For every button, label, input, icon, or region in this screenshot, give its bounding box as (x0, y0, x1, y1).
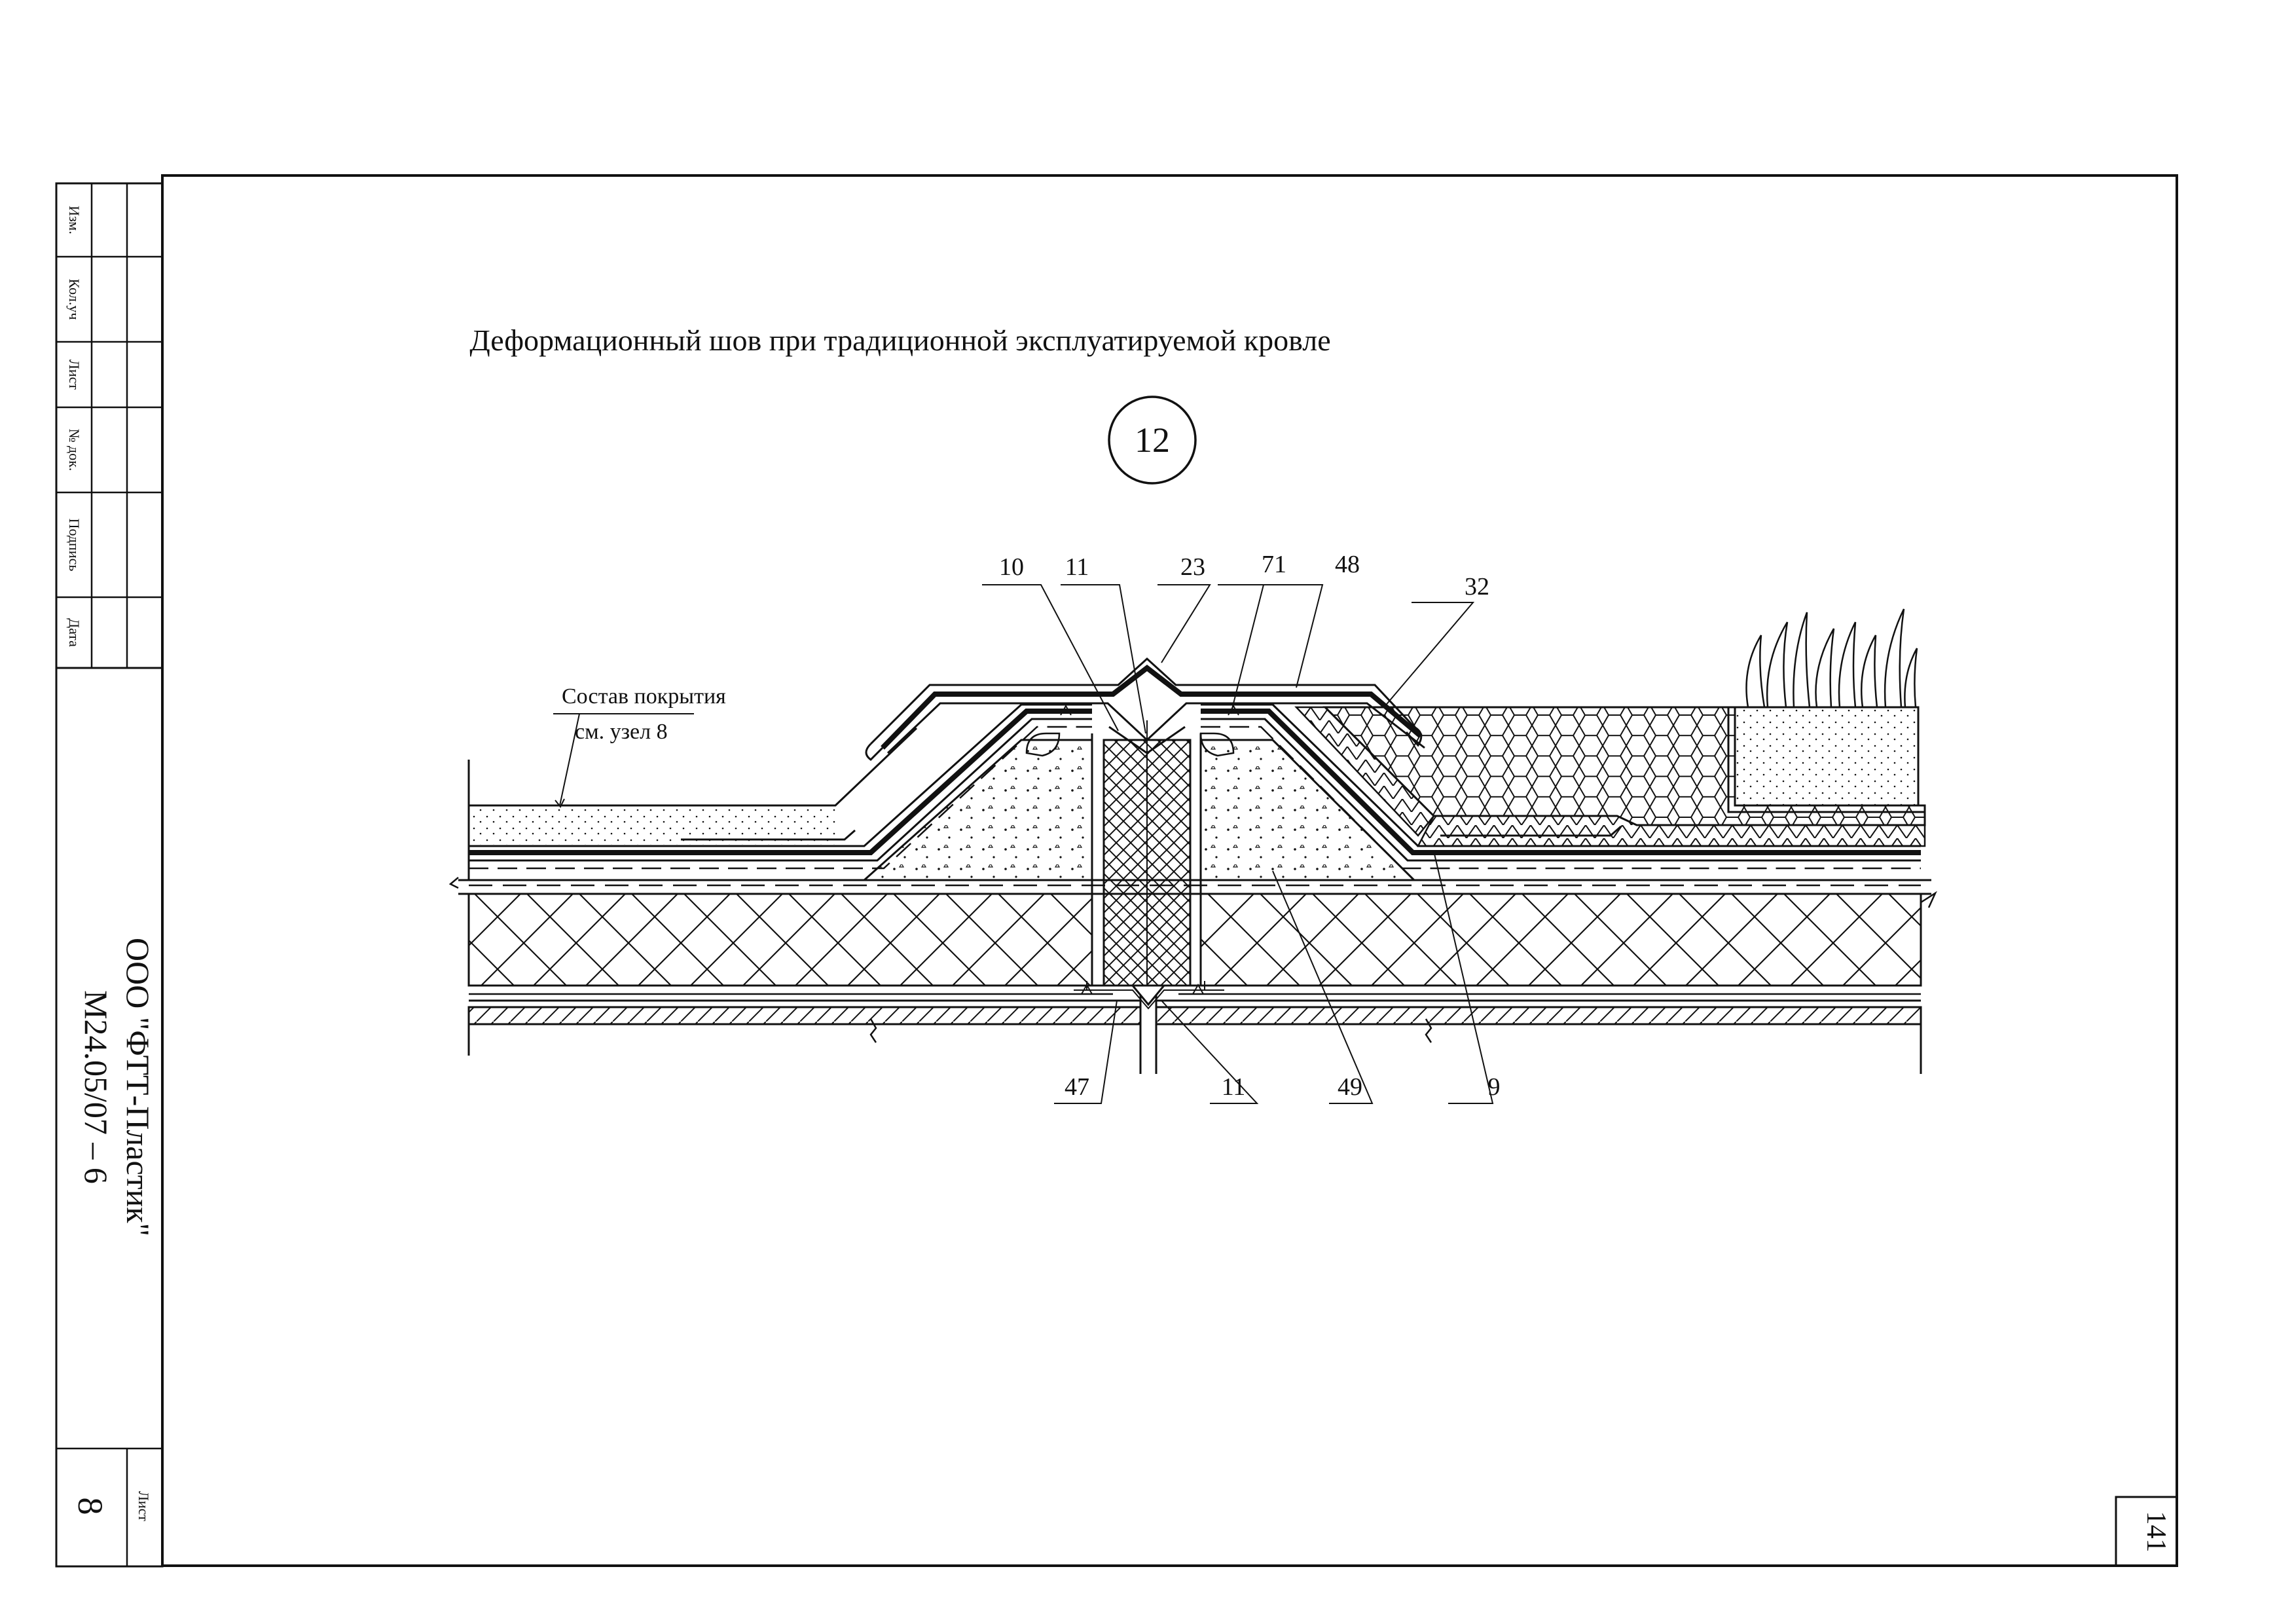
stamp-podpis-label: Подпись (66, 519, 82, 572)
callout-49: 49 (1338, 1073, 1362, 1101)
right-gravel-layer (1294, 706, 1926, 847)
concrete-upstands (862, 732, 1417, 881)
grass-icon (1745, 608, 1918, 708)
stamp-izm-label: Изм. (66, 206, 82, 234)
left-roof-buildup (467, 703, 1092, 880)
stamp-kol-uch-label: Кол.уч (66, 279, 82, 320)
stamp-data-label: Дата (66, 618, 82, 647)
sheet-number: 8 (71, 1498, 110, 1515)
insulation-layer (467, 893, 1922, 987)
callout-32: 32 (1465, 573, 1489, 600)
callout-10: 10 (999, 553, 1024, 581)
callout-23: 23 (1180, 553, 1205, 581)
callout-71: 71 (1262, 551, 1286, 578)
sheet-label: Лист (136, 1491, 152, 1521)
cover-flashing (865, 657, 1425, 761)
callout-48: 48 (1335, 551, 1360, 578)
callout-47: 47 (1065, 1073, 1089, 1101)
title-block: ООО "ФТТ-Пластик" М24.05/07 – 6 Лист 8 (55, 667, 164, 1568)
company-name: ООО "ФТТ-Пластик" (120, 938, 156, 1236)
stamp-n-dok-label: № док. (66, 429, 82, 471)
node-number: 12 (1135, 420, 1170, 460)
callout-labels: 10 11 23 71 48 32 47 11 49 9 (999, 551, 1501, 1101)
note-line-2: см. узел 8 (575, 720, 668, 744)
callout-11-bottom: 11 (1222, 1073, 1246, 1101)
node-number-circle (1108, 396, 1197, 485)
section-drawing: 10 11 23 71 48 32 47 11 49 9 Состав покр… (448, 551, 1937, 1104)
page-title: Деформационный шов при традиционной эксп… (469, 323, 1330, 357)
revision-stamp: Изм. Кол.уч Лист № док. Подпись Дата (55, 182, 164, 669)
page-number-box (2115, 1496, 2178, 1567)
screed-layer (448, 877, 1937, 908)
note-line-1: Состав покрытия (562, 684, 726, 709)
planting-box (1727, 608, 1925, 813)
deck-slab (467, 981, 1922, 1074)
callout-leaders (553, 584, 1494, 1104)
stamp-list-label: Лист (66, 360, 82, 390)
joint-filler (1091, 720, 1202, 987)
page-number: 141 (2141, 1511, 2171, 1553)
document-code: М24.05/07 – 6 (78, 990, 115, 1184)
callout-11-top: 11 (1065, 553, 1089, 581)
callout-9: 9 (1488, 1073, 1501, 1101)
